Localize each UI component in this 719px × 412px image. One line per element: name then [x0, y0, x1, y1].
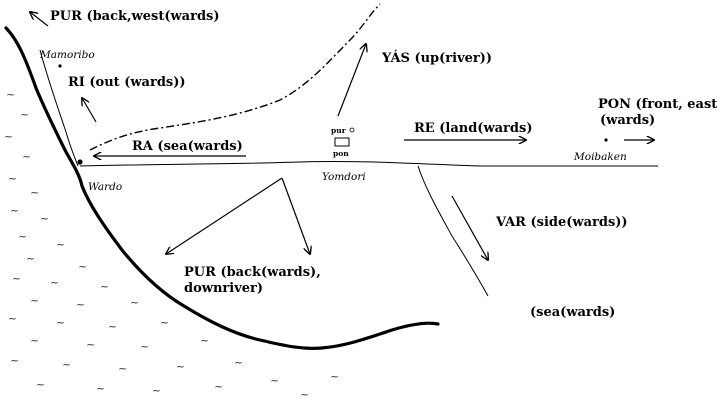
- svg-text:~: ~: [30, 186, 39, 199]
- center-box: [334, 137, 350, 147]
- svg-text:~: ~: [76, 298, 85, 311]
- svg-text:~: ~: [214, 380, 223, 393]
- place-wardo: Wardo: [88, 181, 122, 193]
- svg-text:~: ~: [86, 338, 95, 351]
- svg-text:~: ~: [200, 334, 209, 347]
- svg-text:~: ~: [10, 354, 19, 367]
- svg-text:~: ~: [96, 382, 105, 395]
- label-pon-line1: PON (front, east: [598, 97, 717, 112]
- place-mamoribo: Mamoribo: [39, 49, 95, 61]
- svg-text:~: ~: [30, 334, 39, 347]
- mamoribo-dot: [58, 64, 62, 68]
- place-moibaken: Moibaken: [573, 151, 627, 163]
- side-river: [417, 165, 489, 297]
- center-box-top-label: pur: [331, 126, 347, 135]
- svg-text:~: ~: [118, 362, 127, 375]
- svg-text:~: ~: [26, 252, 35, 265]
- svg-text:~: ~: [78, 260, 87, 273]
- label-re: RE (land(wards): [414, 121, 532, 136]
- label-sea: (sea(wards): [530, 305, 615, 320]
- moibaken-dot: [604, 138, 608, 142]
- svg-text:~: ~: [100, 280, 109, 293]
- coastline: [4, 26, 440, 350]
- svg-text:~: ~: [62, 358, 71, 371]
- svg-text:~: ~: [4, 130, 13, 143]
- svg-text:~: ~: [30, 294, 39, 307]
- pur-west-arrow: [30, 12, 49, 27]
- svg-text:~: ~: [40, 212, 49, 225]
- label-var: VAR (side(wards)): [495, 215, 628, 230]
- svg-text:~: ~: [8, 312, 17, 325]
- pur-down-arrow-right: [281, 177, 310, 254]
- svg-text:~: ~: [56, 316, 65, 329]
- svg-text:~: ~: [300, 388, 309, 401]
- svg-text:~: ~: [20, 108, 29, 121]
- svg-text:~: ~: [176, 360, 185, 373]
- sea-wave-marks: ~ ~ ~ ~ ~ ~ ~ ~ ~ ~ ~ ~ ~ ~ ~ ~ ~ ~ ~ ~ …: [4, 88, 339, 401]
- center-box-bottom-label: pon: [333, 149, 349, 158]
- boundary-line: [89, 3, 381, 151]
- var-arrow: [451, 195, 488, 260]
- pur-down-arrow-left: [166, 177, 283, 254]
- label-pur-west: PUR (back,west(wards): [50, 9, 220, 24]
- svg-text:~: ~: [12, 272, 21, 285]
- svg-text:~: ~: [36, 378, 45, 391]
- label-ra: RA (sea(wards): [132, 139, 243, 154]
- svg-text:~: ~: [152, 384, 161, 397]
- center-circle-icon: [349, 127, 355, 133]
- svg-text:~: ~: [22, 150, 31, 163]
- svg-text:~: ~: [234, 356, 243, 369]
- svg-text:~: ~: [18, 230, 27, 243]
- svg-text:~: ~: [160, 316, 169, 329]
- svg-text:~: ~: [108, 320, 117, 333]
- svg-text:~: ~: [130, 296, 139, 309]
- ri-arrow: [82, 98, 97, 123]
- label-ri: RI (out (wards)): [68, 75, 186, 90]
- svg-text:~: ~: [10, 204, 19, 217]
- label-pon-line2: (wards): [600, 113, 655, 128]
- place-yomdori: Yomdori: [322, 171, 366, 183]
- svg-text:~: ~: [6, 88, 15, 101]
- svg-text:~: ~: [330, 370, 339, 383]
- svg-text:~: ~: [50, 276, 59, 289]
- svg-text:~: ~: [270, 374, 279, 387]
- svg-text:~: ~: [8, 172, 17, 185]
- label-pur-down-line1: PUR (back(wards),: [184, 265, 321, 280]
- yas-arrow: [337, 44, 366, 117]
- west-river: [39, 49, 79, 167]
- label-yas: YÁS (up(river)): [381, 50, 492, 66]
- main-river: [79, 160, 658, 167]
- wardo-dot: [77, 159, 83, 165]
- svg-text:~: ~: [56, 238, 65, 251]
- label-pur-down-line2: downriver): [184, 281, 263, 296]
- svg-text:~: ~: [140, 340, 149, 353]
